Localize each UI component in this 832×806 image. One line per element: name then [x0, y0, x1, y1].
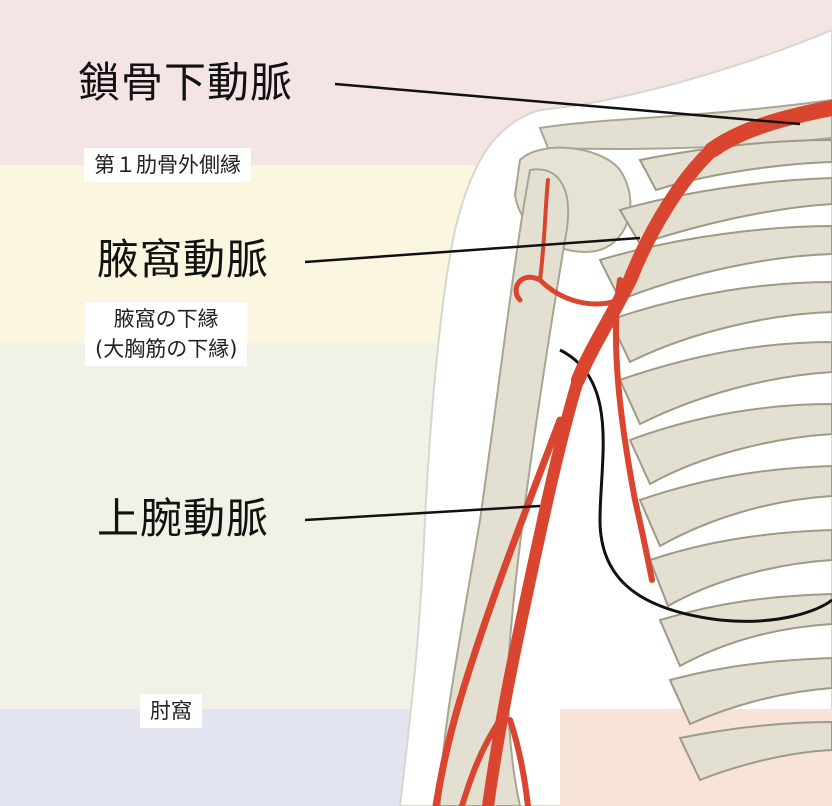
rib1-border-label: 第１肋骨外側縁 [84, 148, 251, 182]
brachial-artery-label: 上腕動脈 [97, 494, 270, 543]
forearm-ulnar-artery [507, 717, 531, 806]
brachial-branch-lateral [432, 416, 564, 806]
subclavian-artery-label: 鎖骨下動脈 [78, 58, 294, 107]
deep-brachial-branch [612, 277, 655, 583]
axilla-border-label: 腋窩の下縁 (大胸筋の下縁) [85, 302, 248, 366]
rib-3 [598, 224, 832, 302]
brachial-leader [304, 504, 541, 522]
leader-lines [304, 82, 801, 522]
axilla-border-label-line1: 腋窩の下縁 [113, 307, 219, 331]
rib-4 [608, 280, 832, 364]
rib-10 [668, 656, 832, 726]
rib-11 [678, 720, 832, 782]
axillary-leader [304, 236, 641, 264]
rib-6 [628, 402, 832, 486]
brachial-artery [482, 374, 584, 806]
forearm-radial-artery [459, 717, 503, 806]
axillary-artery-label: 腋窩動脈 [97, 235, 270, 284]
cubital-fossa-label: 肘窩 [140, 694, 202, 728]
axillary-artery [571, 143, 719, 387]
rib-5 [618, 340, 832, 426]
humerus [438, 168, 570, 806]
upper-branch [538, 178, 550, 282]
rib-8 [648, 528, 832, 608]
rib-cage [598, 138, 832, 782]
rib-2 [618, 176, 832, 246]
clavicle [538, 98, 832, 150]
pectoral-border-line [559, 348, 832, 623]
artery-tree [432, 100, 832, 806]
subclavian-artery [704, 100, 832, 158]
rib-9 [658, 592, 832, 668]
subclavian-leader [334, 82, 801, 126]
rib-7 [638, 464, 832, 548]
axilla-border-label-line2: (大胸筋の下縁) [95, 337, 238, 361]
